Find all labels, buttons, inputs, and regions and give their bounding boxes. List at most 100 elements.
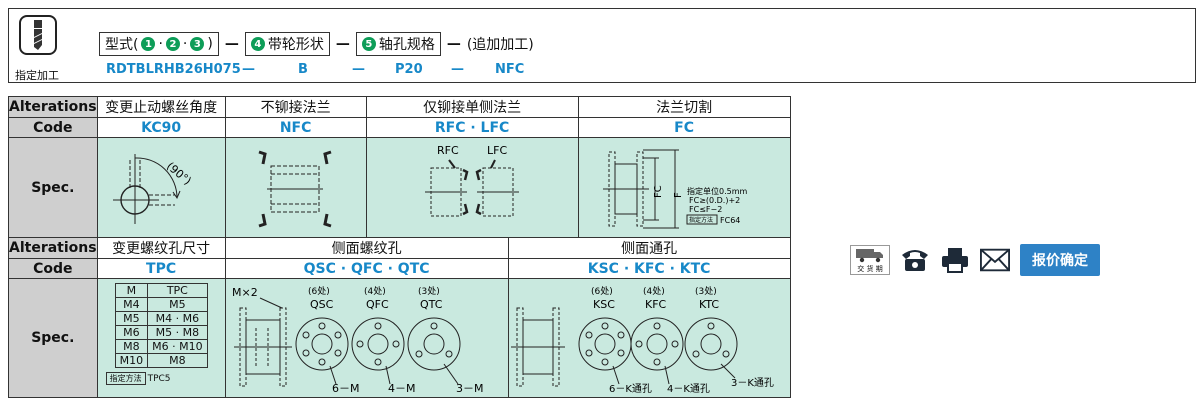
fc-dim-text: FC <box>653 185 664 198</box>
tpc-cell: M6 · M10 <box>147 339 208 354</box>
example-dash-2: — <box>352 62 365 77</box>
alterations-label-2: Alterations <box>8 237 98 259</box>
shape-box: 4 带轮形状 <box>244 32 330 56</box>
fc-note-1: 指定单位0.5mm <box>687 186 748 196</box>
num-4-badge: 4 <box>250 37 265 51</box>
header-kc90: 变更止动螺丝角度 <box>96 96 226 118</box>
model-formula: 型式( 1· 2· 3 ) — 4 带轮形状 — 5 轴孔规格 — (追加加工) <box>99 31 534 57</box>
example-dash-3: — <box>451 62 464 77</box>
tpc-cell: M5 <box>147 297 208 312</box>
num-5-badge: 5 <box>361 37 376 51</box>
tap-bottom-3m: 3－M <box>456 382 484 395</box>
kc90-drawing: (90°) <box>96 137 226 238</box>
tpc-cell: M10 <box>114 353 149 368</box>
num-3-badge: 3 <box>190 37 205 51</box>
example-process: NFC <box>495 62 525 77</box>
tpc-cell: M5 <box>114 311 149 326</box>
model-close: ) <box>207 36 213 52</box>
code-fc: FC <box>577 117 791 138</box>
shape-label: 带轮形状 <box>267 37 324 53</box>
delivery-button[interactable]: 交 货 期 <box>850 245 890 275</box>
tpc-cell: M6 <box>114 325 149 340</box>
header-side-through: 侧面通孔 <box>507 237 791 259</box>
code-kc90: KC90 <box>96 117 226 138</box>
through-count-3: (3处) <box>695 285 717 297</box>
spec-header-box: 指定加工 型式( 1· 2· 3 ) — 4 带轮形状 — 5 轴孔规格 — (… <box>8 8 1196 83</box>
drill-bit-icon <box>19 15 57 55</box>
tpc-cell: M4 <box>114 297 149 312</box>
tap-code-qsc: QSC <box>310 298 334 311</box>
header-side-tap: 侧面螺纹孔 <box>224 237 509 259</box>
extra-process-label: (追加加工) <box>466 37 534 53</box>
lfc-text: LFC <box>487 144 507 157</box>
dash-3: — <box>446 36 461 52</box>
model-box: 型式( 1· 2· 3 ) <box>99 32 219 56</box>
num-2-badge: 2 <box>165 37 180 51</box>
tap-bottom-4m: 4－M <box>388 382 416 395</box>
rfc-lfc-drawing: RFC LFC <box>365 137 579 238</box>
alterations-table: Alterations 变更止动螺丝角度 不铆接法兰 仅铆接单侧法兰 法兰切割 … <box>8 96 791 398</box>
side-through-drawing: (6处) (4处) (3处) KSC KFC KTC <box>507 278 791 398</box>
quote-confirm-button[interactable]: 报价确定 <box>1020 244 1100 276</box>
dash-2: — <box>335 36 350 52</box>
code-label: Code <box>8 117 98 138</box>
fc-method-code: FC64 <box>720 216 740 225</box>
code-nfc: NFC <box>224 117 367 138</box>
through-bottom-3k: 3－K通孔 <box>731 377 774 389</box>
tpc-method-box: 指定方法 <box>105 372 146 385</box>
tpc-cell: M8 <box>114 339 149 354</box>
code-tpc: TPC <box>96 258 226 279</box>
code-rfc-lfc: RFC · LFC <box>365 117 579 138</box>
tap-count-6: (6处) <box>308 285 330 297</box>
example-bore: P20 <box>395 62 423 77</box>
icon-caption: 指定加工 <box>15 69 59 82</box>
side-tap-drawing: M×2 (6处) (4处) (3处) QSC QFC QTC <box>224 278 509 398</box>
tap-code-qtc: QTC <box>420 298 443 311</box>
mx2-text: M×2 <box>232 286 258 299</box>
bore-box: 5 轴孔规格 <box>355 32 441 56</box>
example-dash-1: — <box>242 62 255 77</box>
tpc-col-m: M <box>114 283 149 298</box>
rfc-text: RFC <box>437 144 459 157</box>
fc-note-3: FC≤F−2 <box>689 205 722 214</box>
alterations-label: Alterations <box>8 96 98 118</box>
header-tpc: 变更螺纹孔尺寸 <box>96 237 226 259</box>
through-code-ktc: KTC <box>699 298 719 311</box>
code-side-through: KSC · KFC · KTC <box>507 258 791 279</box>
printer-icon[interactable] <box>940 245 970 275</box>
action-panel: 交 货 期 报价确定 <box>850 244 1100 276</box>
header-rfc-lfc: 仅铆接单侧法兰 <box>365 96 579 118</box>
tpc-cell: M5 · M8 <box>147 325 208 340</box>
tpc-col-tpc: TPC <box>147 283 208 298</box>
through-bottom-6k: 6－K通孔 <box>609 383 652 395</box>
through-count-6: (6处) <box>591 285 613 297</box>
tpc-method-code: TPC5 <box>147 374 171 384</box>
code-label-2: Code <box>8 258 98 279</box>
spec-label: Spec. <box>8 137 98 238</box>
through-count-4: (4处) <box>643 285 665 297</box>
spec-label-2: Spec. <box>8 278 98 398</box>
tap-bottom-6m: 6－M <box>332 382 360 395</box>
fc-drawing: FC F 指定单位0.5mm FC≥(0.D.)+2 FC≤F−2 指定方法 F… <box>577 137 791 238</box>
truck-icon <box>856 249 883 263</box>
phone-icon[interactable] <box>900 245 930 275</box>
through-bottom-4k: 4－K通孔 <box>667 383 710 395</box>
tap-count-3: (3处) <box>418 285 440 297</box>
bore-label: 轴孔规格 <box>378 37 435 53</box>
f-dim-text: F <box>673 192 684 198</box>
tap-code-qfc: QFC <box>366 298 389 311</box>
header-fc: 法兰切割 <box>577 96 791 118</box>
tpc-cell: M4 · M6 <box>147 311 208 326</box>
delivery-caption: 交 货 期 <box>857 265 883 273</box>
email-icon[interactable] <box>980 245 1010 275</box>
num-1-badge: 1 <box>141 37 156 51</box>
code-side-tap: QSC · QFC · QTC <box>224 258 509 279</box>
header-nfc: 不铆接法兰 <box>224 96 367 118</box>
nfc-drawing <box>224 137 367 238</box>
example-shape: B <box>298 62 308 77</box>
fc-note-2: FC≥(0.D.)+2 <box>689 196 740 205</box>
dash-1: — <box>224 36 239 52</box>
